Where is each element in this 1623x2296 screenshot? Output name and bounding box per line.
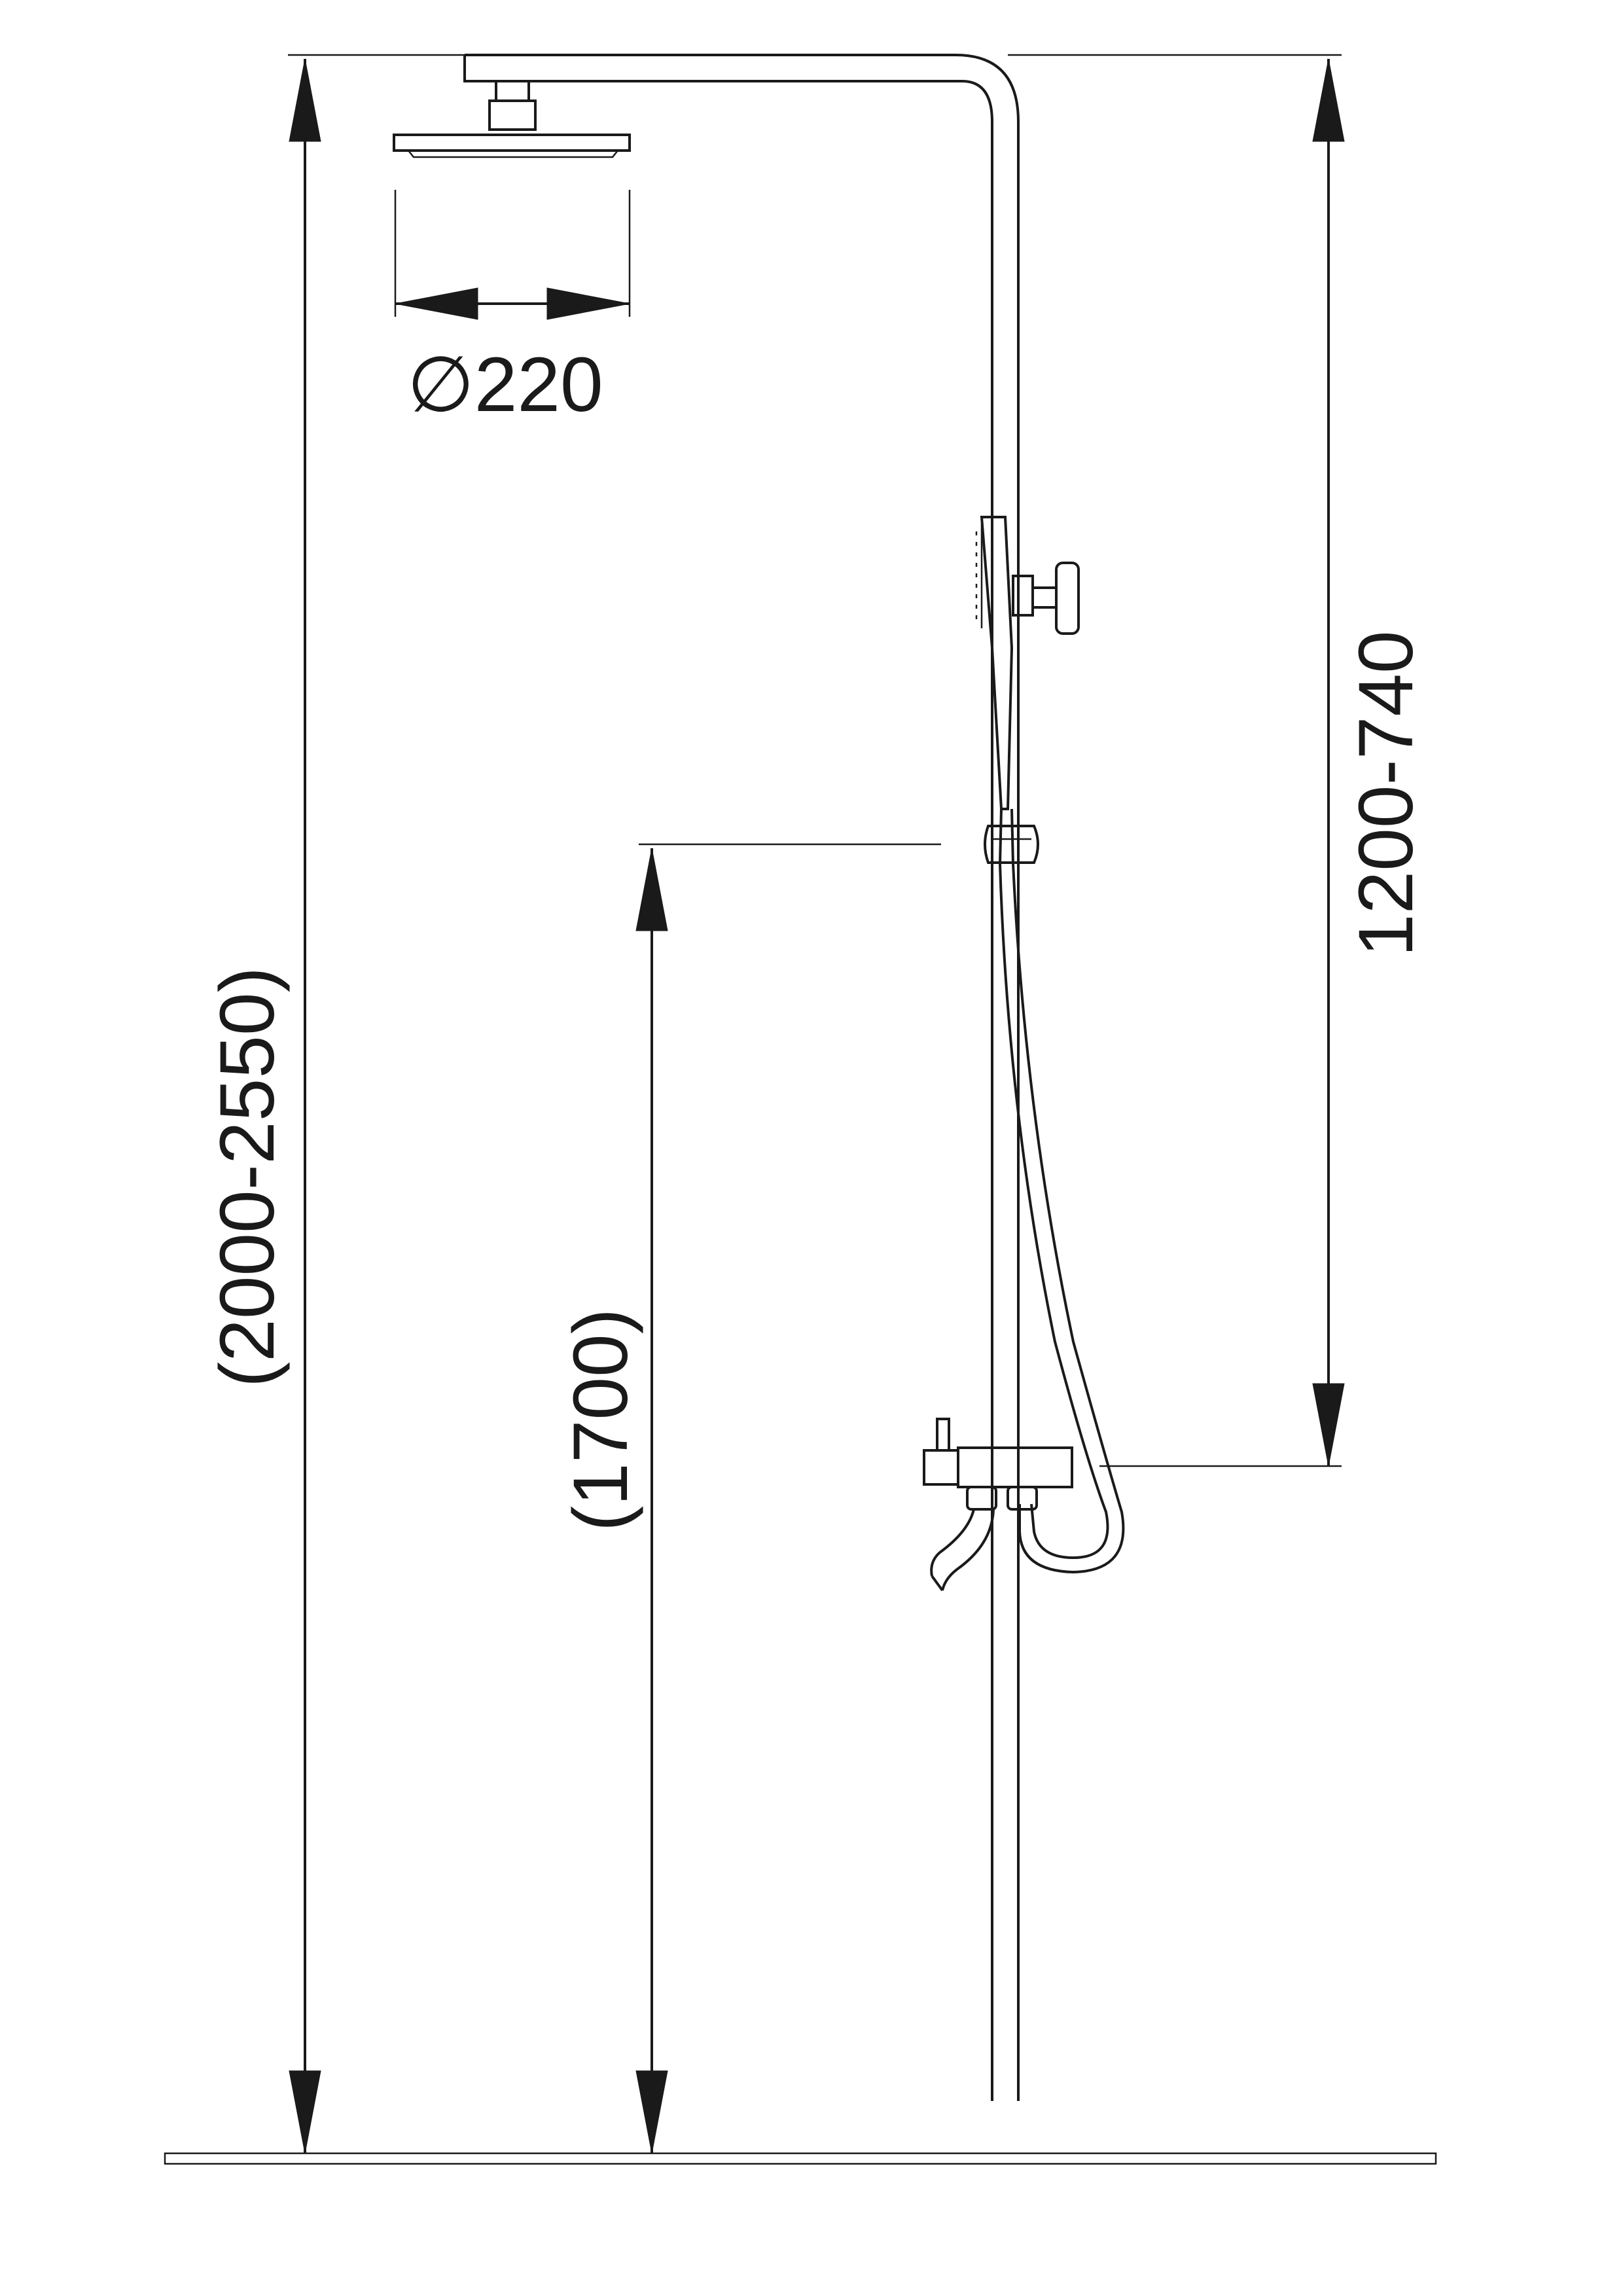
rain-shower-head [393, 134, 631, 152]
arrow-diameter-right [546, 287, 630, 320]
arm-connector [495, 80, 530, 102]
label-head-diameter: ∅220 [407, 342, 603, 428]
arrow-riser-bottom [1312, 1383, 1345, 1467]
mixer-body [957, 1446, 1073, 1488]
mixer-handle-base [923, 1449, 959, 1486]
label-holder-height: (1700) [558, 1308, 644, 1532]
label-riser-range: 1200-740 [1343, 630, 1429, 957]
supply-pipe-cut [931, 1575, 944, 1592]
arrow-riser-top [1312, 58, 1345, 142]
hose-holder [984, 825, 1039, 864]
slider-knob-stem [1031, 586, 1058, 609]
arrow-holder-bottom [635, 2070, 668, 2154]
hand-shower [980, 516, 1014, 810]
shower-head-nozzles [406, 149, 620, 158]
arrow-diameter-left [395, 287, 478, 320]
supply-pipe [930, 1509, 995, 1591]
label-total-height: (2000-2550) [204, 967, 291, 1388]
overhead-arm [463, 54, 1020, 2101]
outlet-connector-left [966, 1486, 997, 1511]
outlet-connector-right [1007, 1486, 1038, 1511]
arrow-total-top [289, 58, 321, 142]
shower-hose [998, 808, 1109, 1560]
mixer-lever [936, 1418, 950, 1452]
floor-line [164, 2152, 1437, 2165]
arrow-total-bottom [289, 2070, 321, 2154]
slider-knob [1055, 562, 1080, 635]
head-neck [488, 99, 537, 131]
arrow-holder-top [635, 848, 668, 931]
slider-bracket [1012, 575, 1034, 617]
shower-hose-inner [1010, 808, 1125, 1574]
